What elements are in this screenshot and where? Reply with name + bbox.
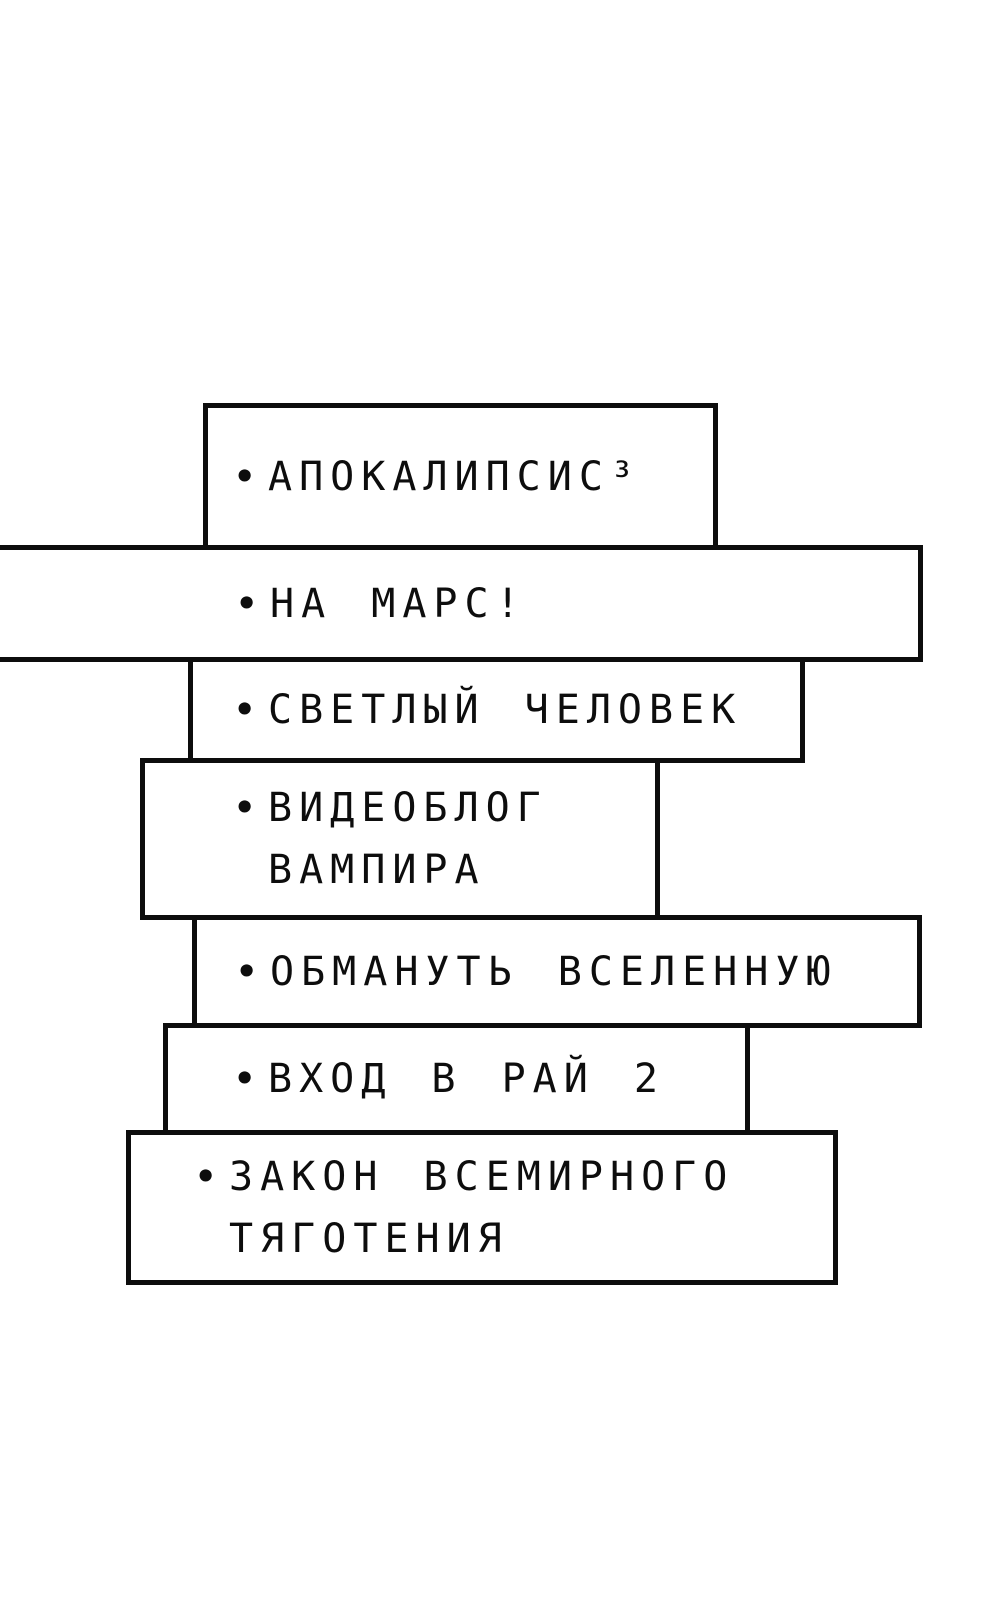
toc-item-apokalipsis[interactable]: • АПОКАЛИПСИС³ bbox=[203, 403, 718, 550]
toc-item-label: ВХОД В РАЙ 2 bbox=[268, 1056, 665, 1102]
bullet-icon: • bbox=[232, 685, 258, 734]
bullet-icon: • bbox=[232, 1054, 258, 1103]
toc-item-label: НА МАРС! bbox=[270, 580, 527, 627]
toc-item-vkhod-v-ray-2[interactable]: • ВХОД В РАЙ 2 bbox=[163, 1023, 750, 1135]
toc-item-label: ОБМАНУТЬ ВСЕЛЕННУЮ bbox=[270, 948, 838, 995]
bullet-icon: • bbox=[232, 451, 258, 501]
toc-item-svetlyy-chelovek[interactable]: • СВЕТЛЫЙ ЧЕЛОВЕК bbox=[188, 657, 805, 763]
toc-item-zakon-vsemirnogo-tyagoteniya[interactable]: • ЗАКОН ВСЕМИРНОГО ТЯГОТЕНИЯ bbox=[126, 1130, 838, 1285]
bullet-icon: • bbox=[234, 578, 260, 628]
toc-item-label: ЗАКОН ВСЕМИРНОГО ТЯГОТЕНИЯ bbox=[229, 1153, 735, 1262]
toc-item-obmanut-vselennuyu[interactable]: • ОБМАНУТЬ ВСЕЛЕННУЮ bbox=[192, 915, 922, 1028]
toc-item-label: СВЕТЛЫЙ ЧЕЛОВЕК bbox=[268, 687, 743, 733]
toc-item-na-mars[interactable]: • НА МАРС! bbox=[0, 545, 923, 662]
bullet-icon: • bbox=[234, 946, 260, 996]
toc-item-label: ВИДЕОБЛОГ ВАМПИРА bbox=[268, 785, 548, 893]
bullet-icon: • bbox=[193, 1151, 219, 1201]
toc-item-videoblog-vampira[interactable]: • ВИДЕОБЛОГ ВАМПИРА bbox=[140, 758, 660, 920]
toc-item-label: АПОКАЛИПСИС³ bbox=[268, 453, 641, 500]
bullet-icon: • bbox=[232, 783, 258, 832]
